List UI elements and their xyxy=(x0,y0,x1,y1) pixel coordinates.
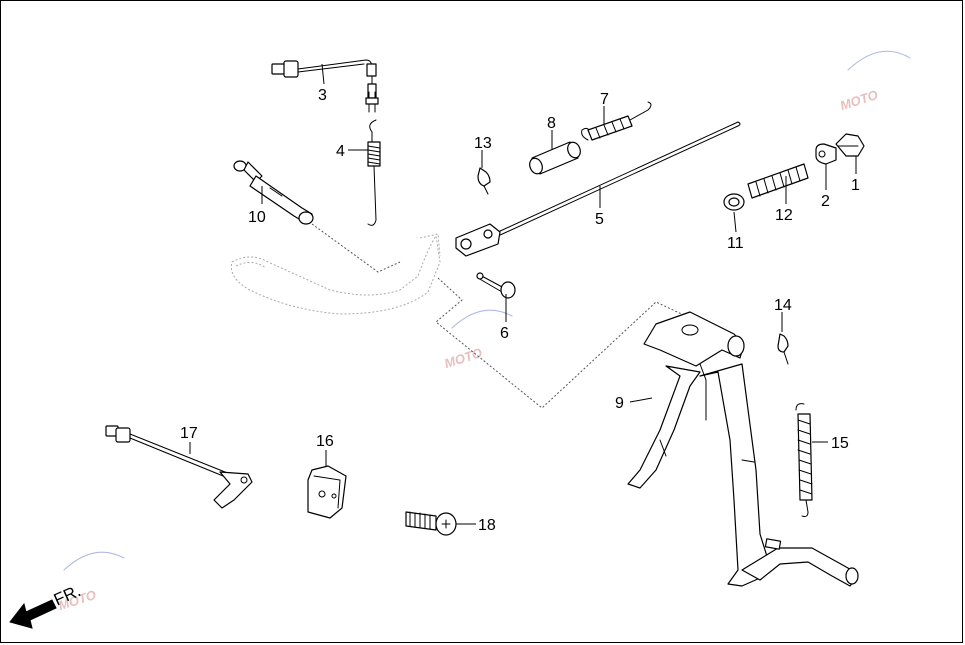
front-arrow-icon xyxy=(9,599,57,629)
callout-1: 1 xyxy=(851,177,860,194)
part-8-rod-sleeve xyxy=(529,141,581,175)
part-7-return-spring xyxy=(581,101,652,141)
callout-17: 17 xyxy=(180,425,198,442)
callout-10: 10 xyxy=(248,209,266,226)
callout-2: 2 xyxy=(821,193,830,210)
ghost-brake-pedal xyxy=(230,233,441,315)
leader-lines xyxy=(189,63,857,525)
part-5-brake-rod xyxy=(455,121,741,257)
callout-9: 9 xyxy=(615,395,624,412)
callouts: 1 2 3 4 5 6 7 8 9 10 11 12 13 14 15 16 1… xyxy=(180,87,860,534)
callout-13: 13 xyxy=(474,135,492,152)
part-15-stand-spring xyxy=(795,403,813,517)
part-1-nut xyxy=(835,133,865,157)
watermark-text: MOTO xyxy=(838,87,880,113)
part-9-main-stand xyxy=(627,311,859,587)
callout-18: 18 xyxy=(478,517,496,534)
callout-3: 3 xyxy=(318,87,327,104)
callout-8: 8 xyxy=(547,115,556,132)
assembly-guide-lines xyxy=(311,223,691,409)
part-17-stand-sensor-cable xyxy=(105,425,253,509)
part-12-compression-spring xyxy=(747,163,809,199)
callout-4: 4 xyxy=(336,143,345,160)
watermark-text: MOTO xyxy=(442,345,484,371)
callout-12: 12 xyxy=(775,207,793,224)
part-10-pivot-shaft xyxy=(233,160,314,225)
part-2-collar xyxy=(815,143,837,165)
callout-11: 11 xyxy=(727,235,744,252)
part-16-cover xyxy=(307,465,347,519)
part-4-spring xyxy=(367,119,381,226)
watermark-top-right: MOTO xyxy=(838,50,911,113)
part-18-screw xyxy=(405,511,457,536)
callout-15: 15 xyxy=(831,435,849,452)
part-6-clevis-pin xyxy=(476,272,516,299)
callout-5: 5 xyxy=(595,211,604,228)
part-3-stand-switch-cable xyxy=(271,59,379,113)
part-14-cotter-pin xyxy=(777,333,789,365)
callout-16: 16 xyxy=(316,433,334,450)
callout-14: 14 xyxy=(774,297,792,314)
part-13-cotter-pin xyxy=(477,167,491,195)
callout-7: 7 xyxy=(600,91,609,108)
part-11-washer xyxy=(723,193,745,211)
callout-6: 6 xyxy=(500,325,509,342)
